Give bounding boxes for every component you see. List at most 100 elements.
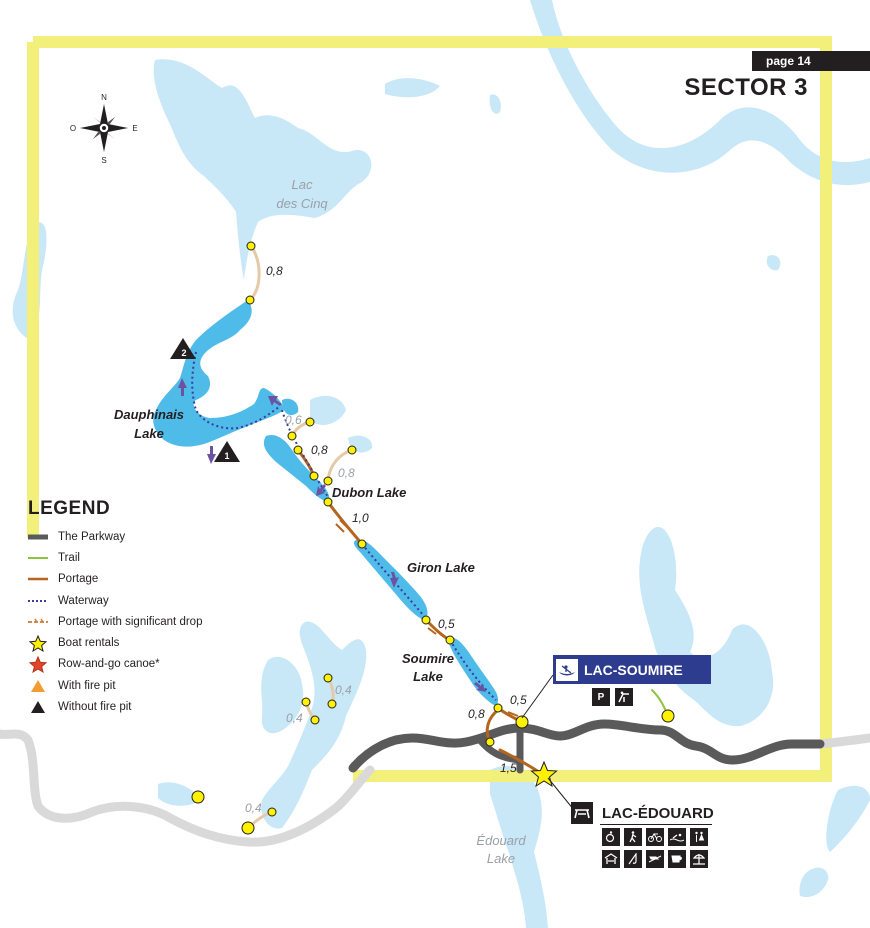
point xyxy=(309,471,319,481)
legend-item-no-fire-pit: Without fire pit xyxy=(28,696,278,717)
sector-border xyxy=(27,36,832,782)
lac-des-cinq-label-2: des Cinq xyxy=(276,196,328,211)
dauphinais-bay xyxy=(282,398,299,416)
point xyxy=(287,431,297,441)
black-triangle-icon xyxy=(170,338,196,359)
compass-west: O xyxy=(70,124,76,133)
point xyxy=(327,699,337,709)
legend-item-trail: Trail xyxy=(28,547,278,568)
lac-edouard-divider xyxy=(600,824,712,825)
soumire-lake-label-2: Lake xyxy=(413,669,443,684)
point xyxy=(241,821,255,835)
edouard-lake-label-1: Édouard xyxy=(476,833,526,848)
point xyxy=(245,295,255,305)
beach-icon xyxy=(690,850,708,868)
campsite-1-number: 1 xyxy=(224,451,229,461)
legend-item-row-and-go: Row-and-go canoe* xyxy=(28,654,278,675)
fishing-icon xyxy=(624,850,642,868)
background-water xyxy=(12,0,870,928)
legend-title: LEGEND xyxy=(28,498,111,519)
arrow-bay xyxy=(268,396,282,406)
boat-launch-icon xyxy=(646,850,664,868)
point xyxy=(493,703,503,713)
compass-center-dot xyxy=(102,126,106,130)
parking-icon: P xyxy=(592,688,610,706)
se-small-lake xyxy=(826,785,870,852)
campsite-2-number: 2 xyxy=(181,348,186,358)
black-triangle-icon xyxy=(214,441,240,462)
point xyxy=(305,417,315,427)
portage-points xyxy=(191,241,675,835)
small-pond-top xyxy=(489,94,501,114)
dauphinais-lake-label-1: Dauphinais xyxy=(114,407,184,422)
legend: LEGEND The Parkway Trail Portage Waterwa… xyxy=(28,498,278,718)
se-bottom-lake xyxy=(799,867,829,898)
soumire-callout xyxy=(521,674,554,719)
distance-label: 0,4 xyxy=(335,683,352,697)
giron-lake-water xyxy=(353,539,428,620)
point xyxy=(267,807,277,817)
accessible-icon xyxy=(602,828,620,846)
callout-lines xyxy=(521,674,575,811)
lac-soumire-name: LAC-SOUMIRE xyxy=(584,661,683,678)
legend-item-portage: Portage xyxy=(28,569,278,590)
road-light-east xyxy=(815,733,870,749)
legend-label: Portage xyxy=(58,573,99,586)
picnic-table-icon xyxy=(571,802,593,824)
point xyxy=(301,697,311,707)
dauphinais-lake-label-2: Lake xyxy=(134,426,164,441)
campsite-2: 2 xyxy=(170,338,196,359)
edouard-lake-label-2: Lake xyxy=(487,851,515,866)
red-star-icon xyxy=(28,655,48,673)
lac-des-cinq-label-1: Lac xyxy=(292,177,313,192)
legend-label: Trail xyxy=(58,551,80,564)
legend-label: The Parkway xyxy=(58,530,126,543)
arrow-dauphinais-north xyxy=(178,378,187,396)
point xyxy=(191,790,205,804)
legend-label: Waterway xyxy=(58,594,109,607)
black-triangle-icon xyxy=(28,700,48,714)
road-light-west xyxy=(0,729,375,847)
sw-lake-right xyxy=(261,621,367,829)
arrow-dubon xyxy=(316,484,326,496)
dubon-lake-label: Dubon Lake xyxy=(332,485,406,500)
orange-triangle-icon xyxy=(28,679,48,693)
edouard-lake-water xyxy=(490,766,548,928)
sector-small-pond-2 xyxy=(310,395,346,425)
distance-label: 0,4 xyxy=(245,801,262,815)
direction-arrows xyxy=(178,378,486,692)
page-tab: page 14 xyxy=(752,51,870,71)
drop-mark-2 xyxy=(427,627,437,635)
portage-drop-marks xyxy=(335,519,519,717)
drop-mark-1 xyxy=(335,519,349,533)
legend-label: With fire pit xyxy=(58,679,116,692)
sw-lake-left xyxy=(261,656,304,734)
sector-title: SECTOR 3 xyxy=(684,74,808,101)
campsite-1: 1 xyxy=(214,441,240,462)
lac-edouard-name: LAC-ÉDOUARD xyxy=(602,804,714,822)
distance-label: 0,6 xyxy=(285,413,302,427)
portage-drop-icon xyxy=(28,615,48,629)
point xyxy=(421,615,431,625)
bicycle-icon xyxy=(646,828,664,846)
compass-north: N xyxy=(101,93,107,102)
hiking-icon xyxy=(624,828,642,846)
top-river-water xyxy=(530,0,870,186)
east-small-pond xyxy=(766,255,781,271)
lac-edouard-services xyxy=(602,828,717,868)
compass-rose-icon: N S E O xyxy=(70,93,138,165)
point xyxy=(357,539,367,549)
legend-item-boat-rentals: Boat rentals xyxy=(28,632,278,653)
waterway-dotted-icon xyxy=(28,594,48,608)
lake-labels: Lac des Cinq Dauphinais Lake Dubon Lake … xyxy=(114,177,526,866)
roads xyxy=(0,689,870,847)
lac-edouard-site-label: LAC-ÉDOUARD xyxy=(571,800,714,826)
distance-label: 0,8 xyxy=(338,466,355,480)
the-parkway-road xyxy=(348,719,825,773)
east-lake xyxy=(639,526,774,727)
arrow-soumire xyxy=(474,682,486,692)
point xyxy=(445,635,455,645)
legend-item-waterway: Waterway xyxy=(28,590,278,611)
distance-label: 0,4 xyxy=(286,711,303,725)
